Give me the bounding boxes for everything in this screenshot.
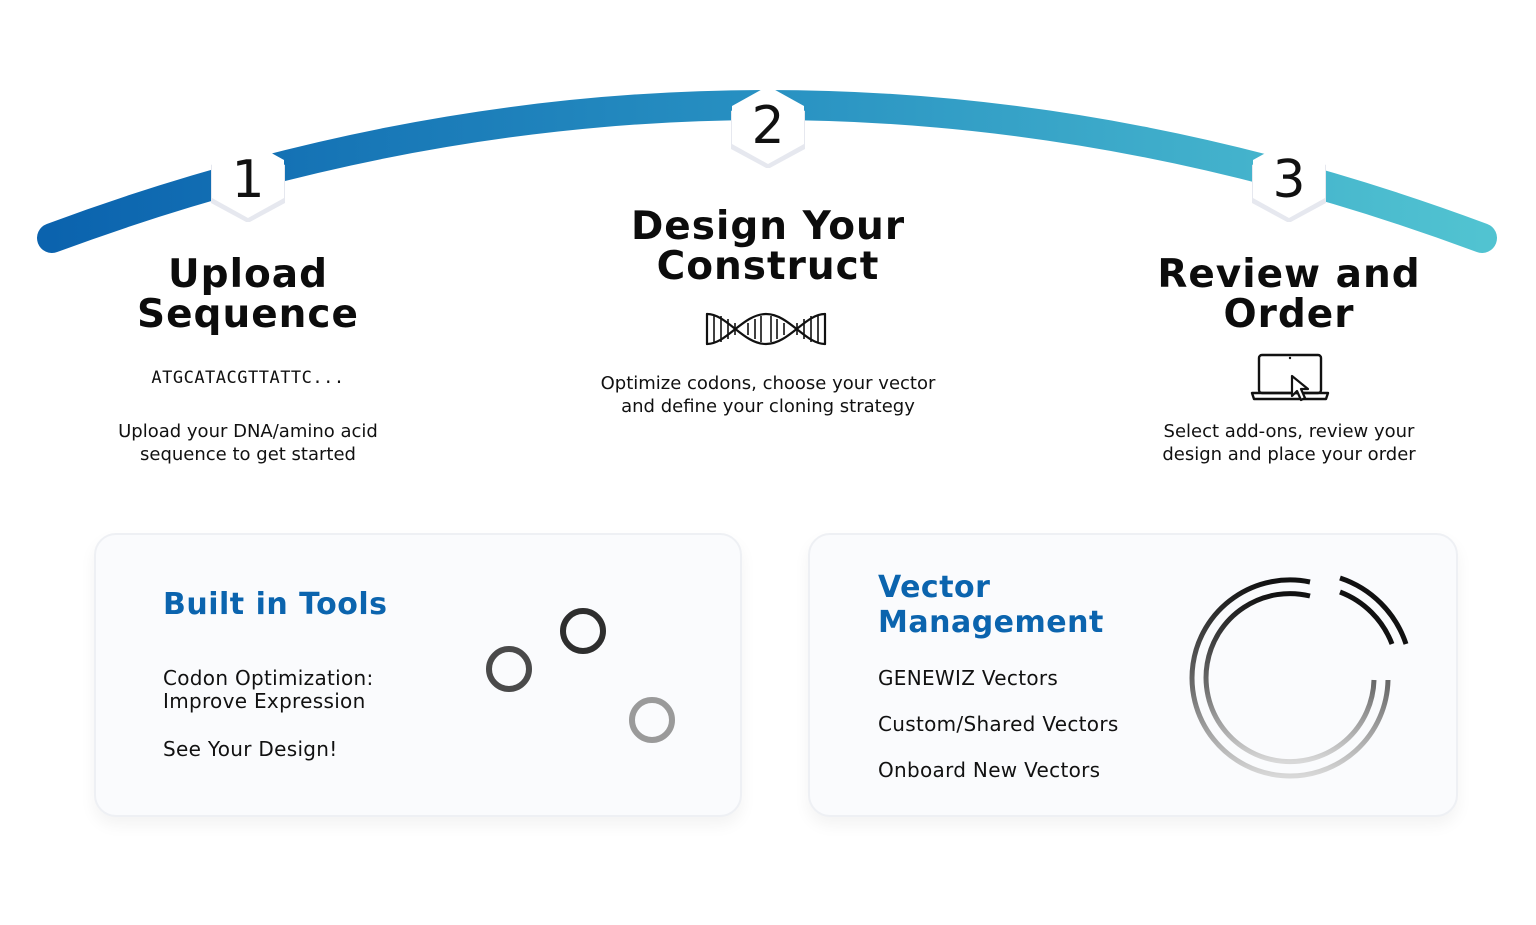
step-3-title: Review and Order [1157, 252, 1421, 337]
step-2-number: 2 [751, 96, 785, 156]
custom-shared-vectors-item: Custom/Shared Vectors [878, 712, 1119, 736]
sliders-icon [486, 589, 675, 777]
hexagon-badge-icon [1252, 140, 1326, 222]
see-your-design-item: See Your Design! [163, 737, 338, 761]
step-2-description: Optimize codons, choose your vector and … [600, 373, 936, 417]
built-in-tools-card [94, 533, 742, 817]
step-1-number: 1 [231, 150, 265, 210]
step-1-description: Upload your DNA/amino acid sequence to g… [118, 421, 378, 465]
step-1-title: Upload Sequence [136, 252, 359, 337]
hexagon-badge-icon [211, 140, 285, 222]
vector-management-title: Vector Management [878, 570, 1104, 640]
step-3-description: Select add-ons, review your design and p… [1162, 421, 1416, 465]
step-1-badge: 1 [206, 138, 290, 222]
hexagon-badge-icon [731, 86, 805, 168]
onboard-new-vectors-item: Onboard New Vectors [878, 758, 1101, 782]
step-3-badge: 3 [1247, 138, 1331, 222]
step-2-title: Design Your Construct [630, 204, 906, 289]
dna-helix-icon [705, 312, 827, 346]
step-3-number: 3 [1272, 150, 1306, 210]
codon-optimization-item: Codon Optimization: Improve Expression [163, 666, 374, 713]
laptop-cursor-icon [1250, 353, 1330, 402]
circular-vector-icon [1189, 575, 1409, 779]
sequence-preview: ATGCATACGTTATTC... [151, 368, 345, 388]
genewiz-vectors-item: GENEWIZ Vectors [878, 666, 1059, 690]
built-in-tools-title: Built in Tools [163, 587, 388, 622]
step-2-badge: 2 [726, 84, 810, 168]
